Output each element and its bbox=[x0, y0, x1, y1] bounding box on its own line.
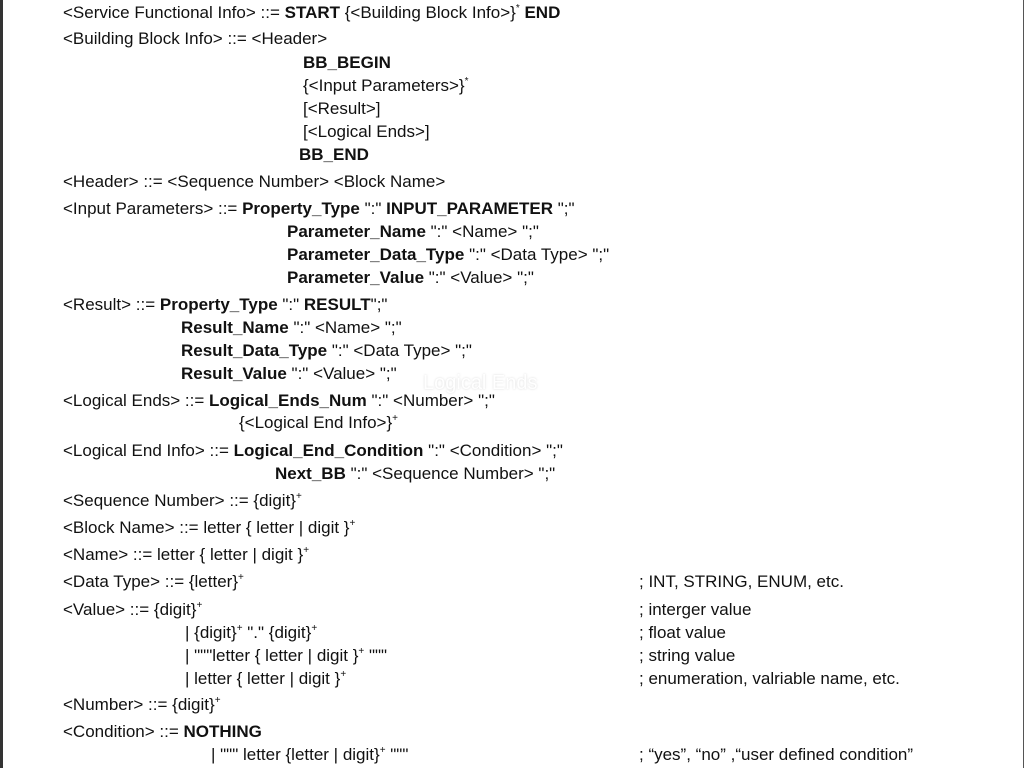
grammar-line: <Name> ::= letter { letter | digit }+ bbox=[63, 545, 310, 564]
grammar-line: <Data Type> ::= {letter}+ bbox=[63, 572, 244, 591]
grammar-line: <Header> ::= <Sequence Number> <Block Na… bbox=[63, 172, 446, 191]
grammar-line: | {digit}+ "." {digit}+ bbox=[185, 623, 318, 642]
grammar-line: Next_BB ":" <Sequence Number> ";" bbox=[275, 464, 556, 483]
grammar-line: Parameter_Value ":" <Value> ";" bbox=[287, 268, 534, 287]
grammar-line: <Condition> ::= NOTHING bbox=[63, 722, 262, 741]
grammar-line: <Value> ::= {digit}+ bbox=[63, 600, 203, 619]
grammar-line: | """ letter {letter | digit}+ """ bbox=[211, 745, 409, 764]
grammar-line: <Service Functional Info> ::= START {<Bu… bbox=[63, 3, 561, 22]
grammar-line: <Logical Ends> ::= Logical_Ends_Num ":" … bbox=[63, 391, 495, 410]
grammar-line: <Building Block Info> ::= <Header> bbox=[63, 29, 328, 48]
grammar-line: {<Logical End Info>}+ bbox=[239, 413, 398, 432]
grammar-line: <Result> ::= Property_Type ":" RESULT";" bbox=[63, 295, 388, 314]
grammar-line: Result_Name ":" <Name> ";" bbox=[181, 318, 402, 337]
comment-text: ; string value bbox=[639, 646, 736, 665]
comment-text: ; enumeration, valriable name, etc. bbox=[639, 669, 900, 688]
watermark-text: Logical Ends bbox=[423, 372, 538, 394]
grammar-line: Parameter_Data_Type ":" <Data Type> ";" bbox=[287, 245, 610, 264]
grammar-line: {<Input Parameters>}* bbox=[303, 76, 469, 95]
grammar-line: | """letter { letter | digit }+ """ bbox=[185, 646, 388, 665]
grammar-line: <Logical End Info> ::= Logical_End_Condi… bbox=[63, 441, 563, 460]
grammar-line: <Input Parameters> ::= Property_Type ":"… bbox=[63, 199, 575, 218]
grammar-line: | letter { letter | digit }+ bbox=[185, 669, 347, 688]
grammar-line: <Block Name> ::= letter { letter | digit… bbox=[63, 518, 356, 537]
comment-text: ; “yes”, “no” ,“user defined condition” bbox=[639, 745, 914, 764]
comment-text: ; INT, STRING, ENUM, etc. bbox=[639, 572, 844, 591]
grammar-line: Result_Value ":" <Value> ";" bbox=[181, 364, 397, 383]
grammar-line: Result_Data_Type ":" <Data Type> ";" bbox=[181, 341, 472, 360]
comment-text: ; interger value bbox=[639, 600, 752, 619]
grammar-line: <Number> ::= {digit}+ bbox=[63, 695, 221, 714]
grammar-line: Parameter_Name ":" <Name> ";" bbox=[287, 222, 539, 241]
grammar-line: [<Result>] bbox=[303, 99, 381, 118]
grammar-line: [<Logical Ends>] bbox=[303, 122, 430, 141]
keyword-line: BB_END bbox=[299, 145, 369, 164]
grammar-line: <Sequence Number> ::= {digit}+ bbox=[63, 491, 302, 510]
keyword-line: BB_BEGIN bbox=[303, 53, 391, 72]
comment-text: ; float value bbox=[639, 623, 726, 642]
